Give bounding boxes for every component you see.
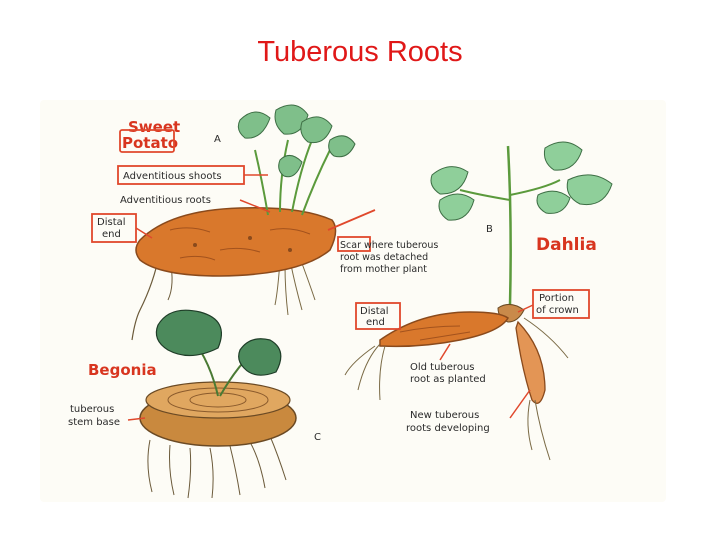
scar-line3: from mother plant bbox=[340, 264, 427, 275]
portion-crown-line1: Portion bbox=[539, 293, 574, 304]
sweet-potato-title-line2: Potato bbox=[122, 134, 178, 152]
scar-line1: Scar where tuberous bbox=[340, 240, 438, 251]
diagram-canvas: Sweet Potato A Adventitious shoots Adven… bbox=[40, 100, 666, 502]
old-root-line1: Old tuberous bbox=[410, 362, 475, 373]
panel-label-c: C bbox=[314, 432, 321, 443]
adventitious-roots-label: Adventitious roots bbox=[120, 195, 211, 206]
distal-end-b-line1: Distal bbox=[360, 306, 389, 317]
begonia-drawing bbox=[140, 310, 296, 498]
stem-base-line2: stem base bbox=[68, 417, 120, 428]
adventitious-shoots-label: Adventitious shoots bbox=[123, 171, 222, 182]
old-root-line2: root as planted bbox=[410, 374, 486, 385]
tuberous-roots-illustration: Sweet Potato A Adventitious shoots Adven… bbox=[40, 100, 666, 502]
page-title: Tuberous Roots bbox=[0, 36, 720, 69]
new-roots-line1: New tuberous bbox=[410, 410, 479, 421]
begonia-title: Begonia bbox=[88, 361, 157, 379]
new-roots-line2: roots developing bbox=[406, 423, 490, 434]
panel-label-b: B bbox=[486, 224, 493, 235]
stem-base-line1: tuberous bbox=[70, 404, 114, 415]
portion-crown-line2: of crown bbox=[536, 305, 579, 316]
distal-end-a-line1: Distal bbox=[97, 217, 126, 228]
scar-line2: root was detached bbox=[340, 252, 428, 263]
distal-end-a-line2: end bbox=[102, 229, 121, 240]
panel-label-a: A bbox=[214, 134, 221, 145]
distal-end-b-line2: end bbox=[366, 317, 385, 328]
dahlia-title: Dahlia bbox=[536, 235, 597, 255]
